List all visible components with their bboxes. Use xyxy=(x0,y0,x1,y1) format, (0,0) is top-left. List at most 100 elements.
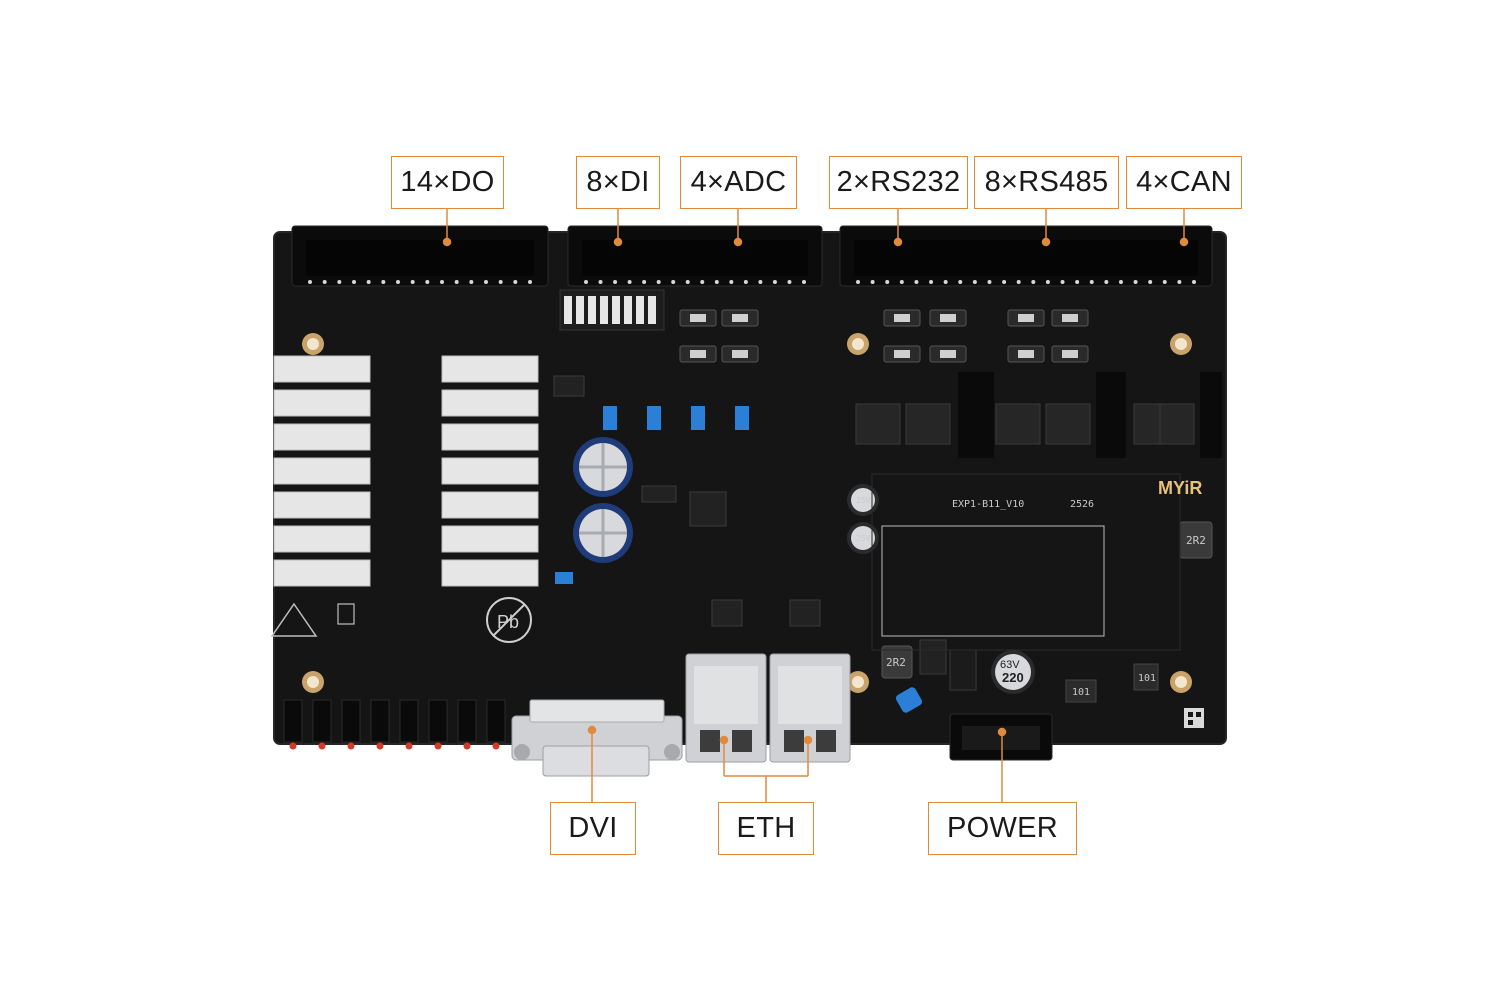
connector-pin xyxy=(1002,280,1007,284)
relay xyxy=(441,355,539,383)
led xyxy=(318,742,326,750)
resistor-a-label: 101 xyxy=(1072,687,1090,698)
eth-connector-1 xyxy=(685,653,767,763)
connector-pin xyxy=(758,280,763,284)
adc-jumpers xyxy=(555,406,749,584)
relay xyxy=(441,389,539,417)
connector-pin xyxy=(1133,280,1138,284)
connector-pin xyxy=(943,280,948,284)
led xyxy=(492,742,500,750)
connector-pin xyxy=(671,280,676,284)
resistor-a xyxy=(1065,679,1097,703)
weee-symbol xyxy=(337,603,355,625)
connector-pin xyxy=(1162,280,1167,284)
blue-trimmer xyxy=(895,687,923,713)
esd-symbol xyxy=(270,602,318,637)
dip-switches xyxy=(679,309,1089,363)
callout-4xcan: 4×CAN xyxy=(1126,156,1242,209)
connector-pin xyxy=(914,280,919,284)
connector-pin xyxy=(729,280,734,284)
relay xyxy=(273,355,371,383)
electrolytic-capacitors xyxy=(573,437,1035,694)
transceiver-chips xyxy=(855,372,1222,458)
connector-pin xyxy=(352,280,356,284)
connector-pin xyxy=(396,280,400,284)
cap-large-label: 220 xyxy=(1002,670,1024,685)
switch-lever xyxy=(732,350,748,358)
relay xyxy=(441,525,539,553)
inductor-top-label: 2R2 xyxy=(1186,534,1206,547)
led xyxy=(347,742,355,750)
callout-eth: ETH xyxy=(718,802,814,855)
led xyxy=(434,742,442,750)
connector-pin xyxy=(958,280,963,284)
terminal-connector-serial-can xyxy=(839,225,1213,287)
switch-lever xyxy=(1018,350,1034,358)
switch-lever xyxy=(940,314,956,322)
relay xyxy=(273,491,371,519)
connector-pin xyxy=(802,280,806,284)
connector-pin xyxy=(598,280,603,284)
relay xyxy=(273,559,371,587)
connector-pin xyxy=(870,280,875,284)
connector-pin xyxy=(714,280,719,284)
connector-pin xyxy=(899,280,904,284)
led-housing xyxy=(457,699,477,743)
connector-pin xyxy=(885,280,890,284)
power-connector xyxy=(949,713,1053,761)
callout-8xdi: 8×DI xyxy=(576,156,660,209)
relay xyxy=(273,525,371,553)
callout-2xrs232: 2×RS232 xyxy=(829,156,968,209)
led-housing xyxy=(341,699,361,743)
switch-lever xyxy=(732,314,748,322)
connector-pin xyxy=(440,280,444,284)
connector-pin xyxy=(787,280,792,284)
led-housing xyxy=(486,699,506,743)
relay xyxy=(441,491,539,519)
resistor-b xyxy=(1133,663,1159,691)
callout-14xdo: 14×DO xyxy=(391,156,504,209)
connector-pin xyxy=(700,280,705,284)
connector-pin xyxy=(972,280,977,284)
led-housing xyxy=(428,699,448,743)
relay xyxy=(273,389,371,417)
connector-pin xyxy=(308,280,312,284)
optocoupler xyxy=(648,296,656,324)
dvi-connector xyxy=(511,699,683,777)
connector-pin xyxy=(528,280,532,284)
callout-power: POWER xyxy=(928,802,1077,855)
connector-pin xyxy=(337,280,342,284)
connector-pin xyxy=(1118,280,1123,284)
cap-large-rating: 63V xyxy=(1000,659,1020,671)
board-model-label: EXP1-B11_V10 xyxy=(952,499,1024,510)
connector-pin xyxy=(1075,280,1080,284)
switch-lever xyxy=(1018,314,1034,322)
cap-small-top-label: 25V xyxy=(856,496,871,505)
connector-pin xyxy=(498,280,503,284)
switch-lever xyxy=(690,350,706,358)
connector-pin xyxy=(613,280,618,284)
connector-pin xyxy=(929,280,934,284)
som-outline xyxy=(881,525,1105,637)
connector-pin xyxy=(642,280,647,284)
optocoupler xyxy=(636,296,644,324)
terminal-connector-di-adc xyxy=(567,225,823,287)
connector-pin xyxy=(656,280,661,284)
connector-pin xyxy=(1104,280,1109,284)
led xyxy=(405,742,413,750)
callout-dvi: DVI xyxy=(550,802,636,855)
connector-pin xyxy=(425,280,430,284)
ic-chips xyxy=(553,375,977,691)
connector-pin xyxy=(484,280,488,284)
optocoupler xyxy=(576,296,584,324)
connector-pin xyxy=(322,280,327,284)
switch-lever xyxy=(894,350,910,358)
connector-pin xyxy=(743,280,748,284)
inductor-mid xyxy=(881,645,913,679)
connector-pins xyxy=(308,280,1196,284)
callout-8xrs485: 8×RS485 xyxy=(974,156,1119,209)
connector-pin xyxy=(1045,280,1050,284)
connector-pin xyxy=(627,280,632,284)
optocoupler xyxy=(564,296,572,324)
